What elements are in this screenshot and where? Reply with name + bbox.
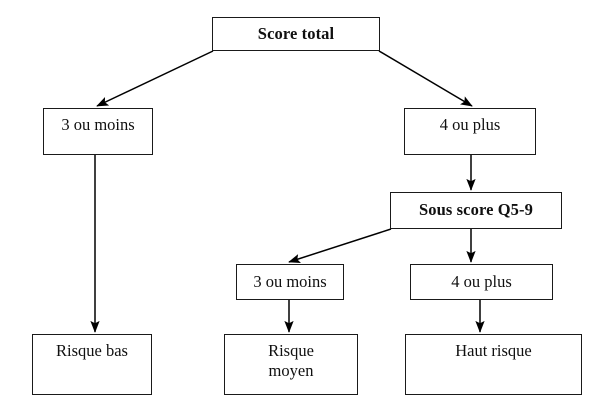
node-total-3-ou-moins[interactable]: 3 ou moins	[43, 108, 153, 155]
node-risque-bas[interactable]: Risque bas	[32, 334, 152, 395]
node-haut-risque[interactable]: Haut risque	[405, 334, 582, 395]
edge-score-to-4ou-plus	[378, 50, 473, 107]
node-label: Sous score Q5-9	[419, 200, 533, 220]
node-total-4-ou-plus[interactable]: 4 ou plus	[404, 108, 536, 155]
node-label: Haut risque	[455, 341, 532, 360]
node-sous-score-q5-9[interactable]: Sous score Q5-9	[390, 192, 562, 229]
node-sous-3-ou-moins[interactable]: 3 ou moins	[236, 264, 344, 300]
node-risque-moyen[interactable]: Risque moyen	[224, 334, 358, 395]
node-sous-4-ou-plus[interactable]: 4 ou plus	[410, 264, 553, 300]
node-label: 3 ou moins	[61, 115, 135, 134]
node-label: Risque moyen	[268, 341, 314, 381]
edge-sous-score-to-3ou-moins	[288, 228, 392, 264]
node-score-total[interactable]: Score total	[212, 17, 380, 51]
node-label: Risque bas	[56, 341, 128, 360]
node-label: 4 ou plus	[439, 115, 501, 134]
node-label: 3 ou moins	[253, 271, 327, 291]
node-label: 4 ou plus	[451, 271, 512, 291]
node-label: Score total	[257, 23, 335, 43]
edge-score-to-3ou-moins	[96, 50, 214, 107]
